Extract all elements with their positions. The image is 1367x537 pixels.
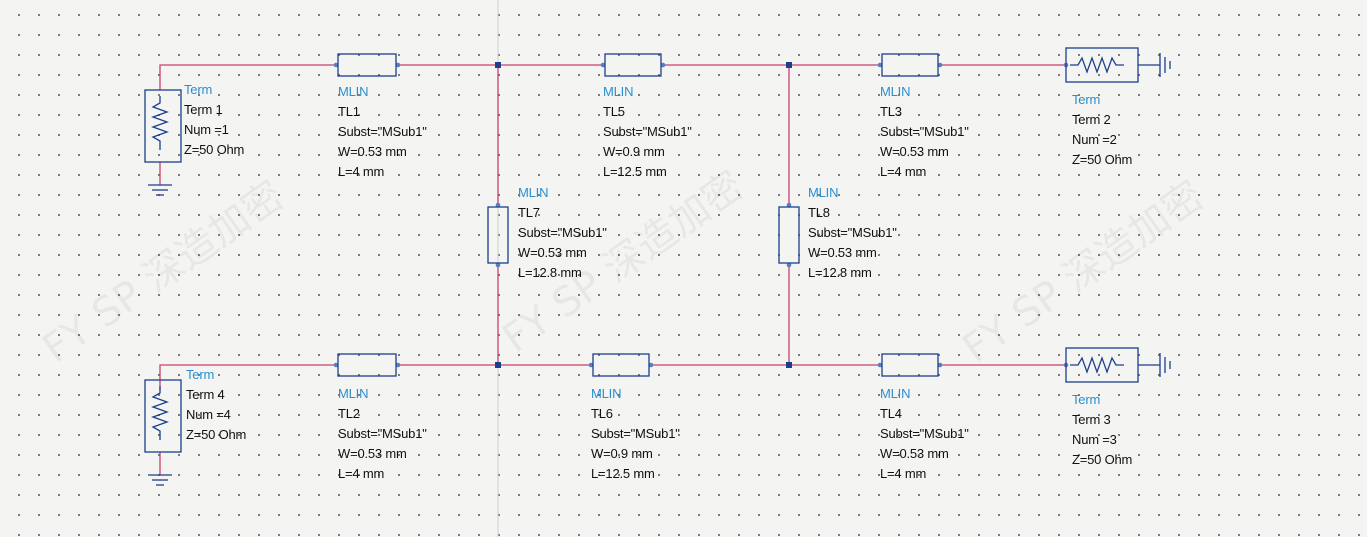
tl7-type: MLIN [518,185,549,200]
tl7-l: L=12.8 mm [518,265,582,280]
tl6-l: L=12.5 mm [591,466,655,481]
mlin-tl8-body[interactable] [778,206,800,264]
tl5-subst: Subst="MSub1" [603,124,692,139]
term1-z: Z=50 Ohm [184,142,245,157]
tl1-subst: Subst="MSub1" [338,124,427,139]
tl7-w: W=0.53 mm [518,245,587,260]
tl7-label: MLIN TL7 Subst="MSub1" W=0.53 mm L=12.8 … [518,183,607,283]
term3-type: Term [1072,392,1101,407]
wire[interactable] [159,64,1066,475]
tl4-name: TL4 [880,406,902,421]
tl3-subst: Subst="MSub1" [880,124,969,139]
term3-symbol[interactable] [1065,347,1171,383]
tl8-label: MLIN TL8 Subst="MSub1" W=0.53 mm L=12.8 … [808,183,897,283]
tl5-label: MLIN TL5 Subst="MSub1" W=0.9 mm L=12.5 m… [603,82,692,182]
tl3-label: MLIN TL3 Subst="MSub1" W=0.53 mm L=4 mm [880,82,969,182]
term3-label: Term Term 3 Num =3 Z=50 Ohm [1072,390,1132,470]
term1-label: Term Term 1 Num =1 Z=50 Ohm [184,80,244,160]
mlin-tl5-body[interactable] [604,53,662,77]
tl4-l: L=4 mm [880,466,927,481]
tl6-label: MLIN TL6 Subst="MSub1" W=0.9 mm L=12.5 m… [591,384,680,484]
tl1-label: MLIN TL1 Subst="MSub1" W=0.53 mm L=4 mm [338,82,427,182]
tl2-subst: Subst="MSub1" [338,426,427,441]
mlin-tl4-body[interactable] [881,353,939,377]
tl5-name: TL5 [603,104,625,119]
term2-z: Z=50 Ohm [1072,152,1133,167]
mlin-tl6-body[interactable] [592,353,650,377]
tl3-name: TL3 [880,104,902,119]
tl2-name: TL2 [338,406,360,421]
tl7-name: TL7 [518,205,540,220]
term4-num: Num =4 [186,407,231,422]
mlin-tl7-body[interactable] [487,206,509,264]
tl8-w: W=0.53 mm [808,245,877,260]
term4-name: Term 4 [186,387,225,402]
tl2-label: MLIN TL2 Subst="MSub1" W=0.53 mm L=4 mm [338,384,427,484]
term4-z: Z=50 Ohm [186,427,247,442]
tl1-name: TL1 [338,104,360,119]
tl1-type: MLIN [338,84,369,99]
tl1-w: W=0.53 mm [338,144,407,159]
tl6-w: W=0.9 mm [591,446,653,461]
tl1-l: L=4 mm [338,164,385,179]
tl8-subst: Subst="MSub1" [808,225,897,240]
tl4-subst: Subst="MSub1" [880,426,969,441]
term4-label: Term Term 4 Num =4 Z=50 Ohm [186,365,246,445]
tl3-type: MLIN [880,84,911,99]
tl8-name: TL8 [808,205,830,220]
tl3-w: W=0.53 mm [880,144,949,159]
tl7-subst: Subst="MSub1" [518,225,607,240]
tl3-l: L=4 mm [880,164,927,179]
tl6-type: MLIN [591,386,622,401]
term4-symbol[interactable] [144,379,182,486]
term3-num: Num =3 [1072,432,1117,447]
mlin-tl1-body[interactable] [337,53,397,77]
term2-num: Num =2 [1072,132,1117,147]
tl6-subst: Subst="MSub1" [591,426,680,441]
tl5-l: L=12.5 mm [603,164,667,179]
term1-type: Term [184,82,213,97]
tl5-w: W=0.9 mm [603,144,665,159]
mlin-tl3-body[interactable] [881,53,939,77]
tl2-type: MLIN [338,386,369,401]
term2-label: Term Term 2 Num =2 Z=50 Ohm [1072,90,1132,170]
term4-type: Term [186,367,215,382]
term1-name: Term 1 [184,102,223,117]
tl8-l: L=12.8 mm [808,265,872,280]
tl4-w: W=0.53 mm [880,446,949,461]
term2-name: Term 2 [1072,112,1111,127]
term1-num: Num =1 [184,122,229,137]
term1-symbol[interactable] [144,89,182,196]
term2-type: Term [1072,92,1101,107]
term3-name: Term 3 [1072,412,1111,427]
tl4-label: MLIN TL4 Subst="MSub1" W=0.53 mm L=4 mm [880,384,969,484]
tl6-name: TL6 [591,406,613,421]
tl2-l: L=4 mm [338,466,385,481]
tl5-type: MLIN [603,84,634,99]
tl2-w: W=0.53 mm [338,446,407,461]
tl4-type: MLIN [880,386,911,401]
term3-z: Z=50 Ohm [1072,452,1133,467]
mlin-tl2-body[interactable] [337,353,397,377]
junction-nodes [495,62,792,368]
term2-symbol[interactable] [1065,47,1171,83]
tl8-type: MLIN [808,185,839,200]
